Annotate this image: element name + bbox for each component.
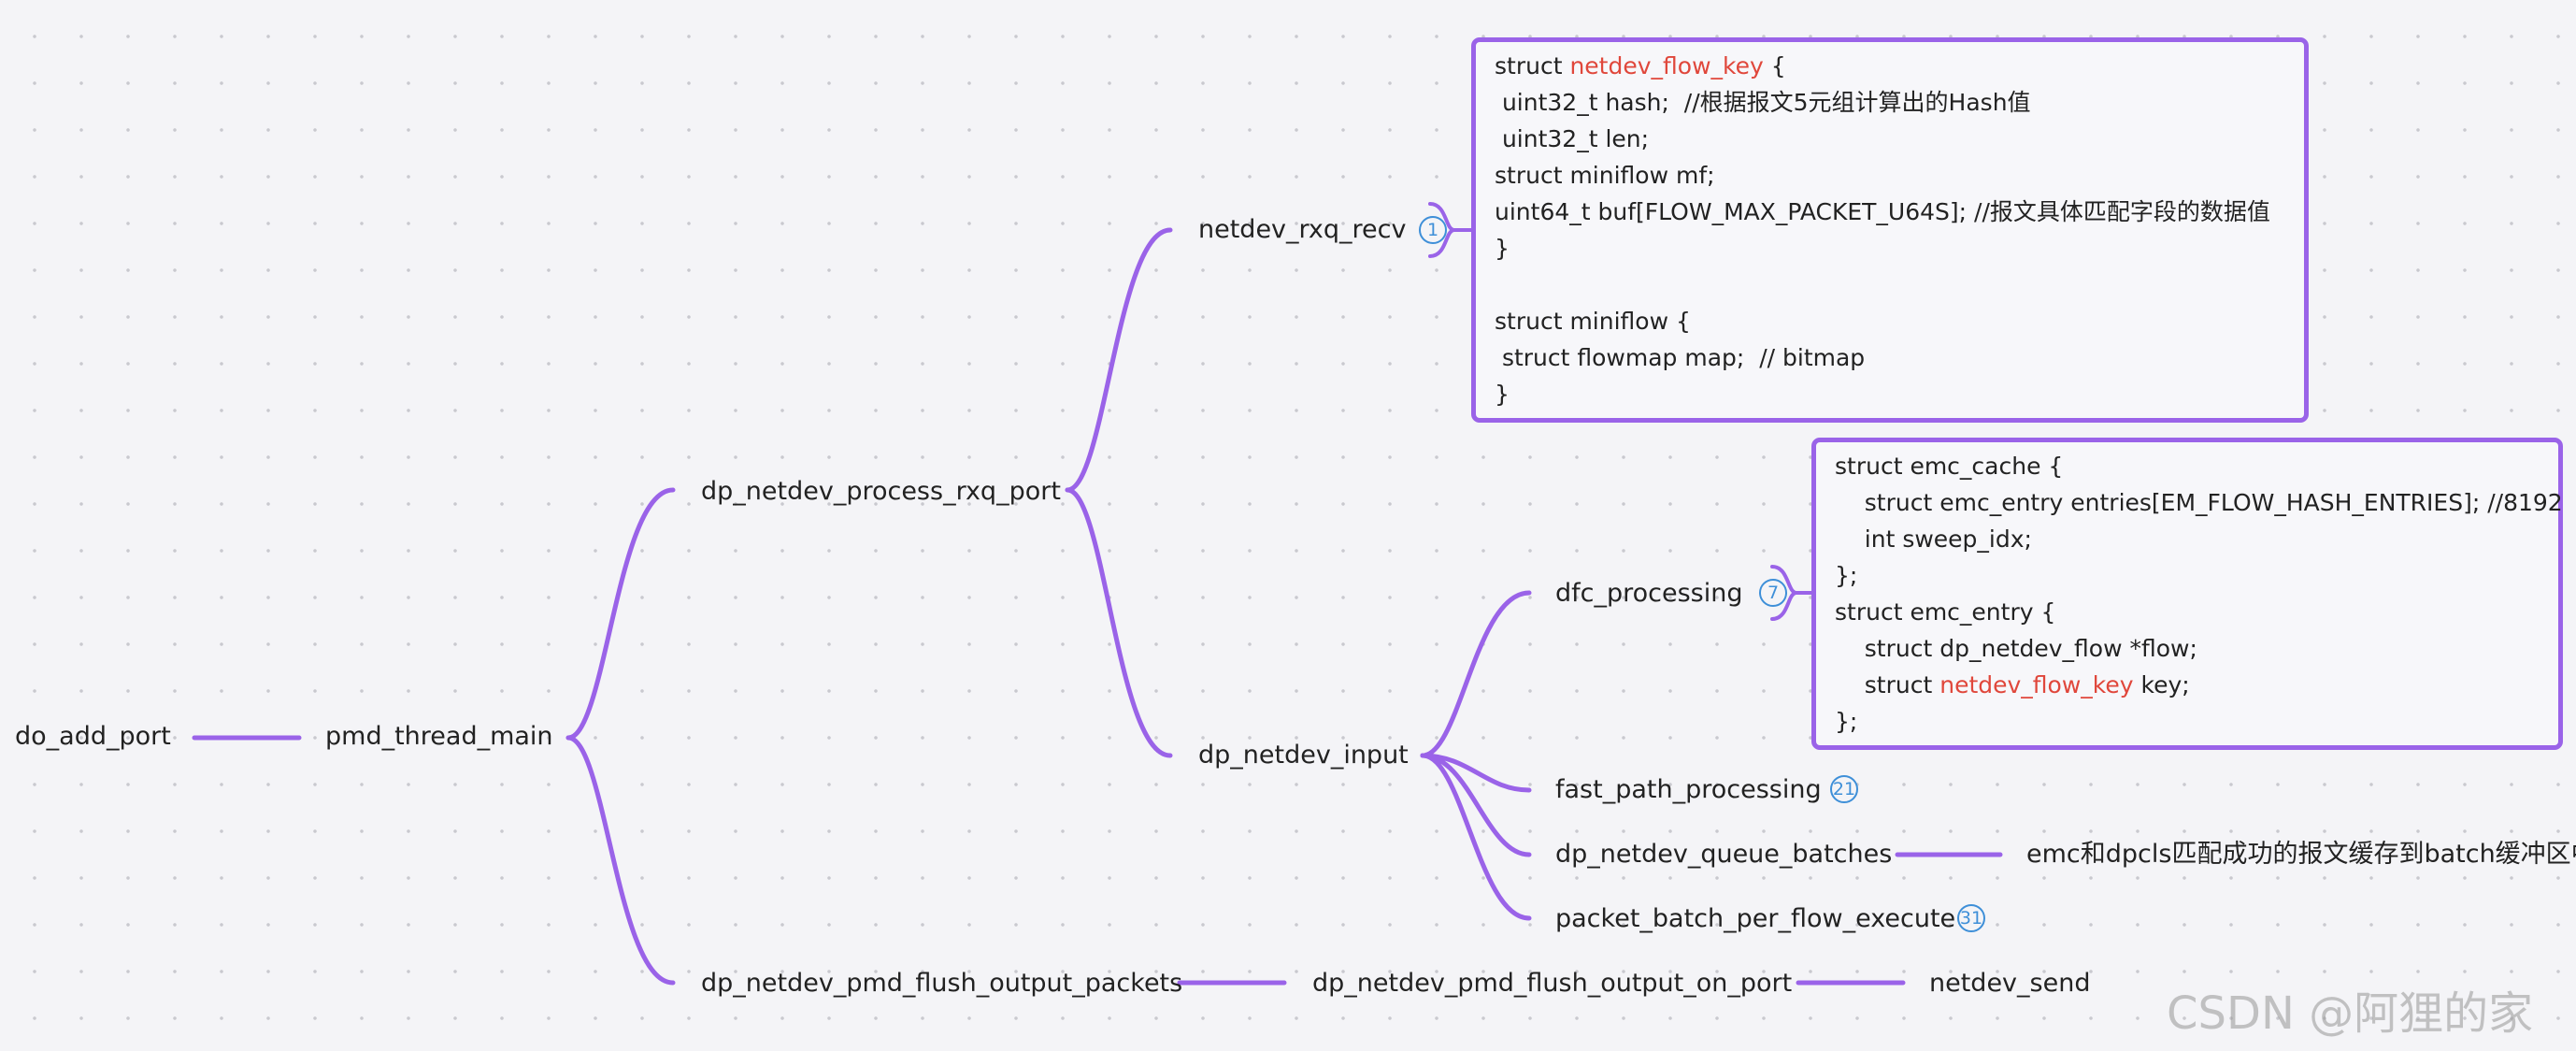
edge-pmd-process_rxq — [565, 487, 676, 741]
note-netdev_flow_key: struct netdev_flow_key { uint32_t hash; … — [1471, 37, 2309, 423]
flow-key-line: struct netdev_flow_key { — [1495, 52, 1786, 79]
note-emc_cache: struct emc_cache { struct emc_entry entr… — [1811, 438, 2563, 750]
node-pmd_thread_main: pmd_thread_main — [325, 722, 553, 751]
badge-fast_path_processing[interactable]: 21 — [1830, 775, 1858, 803]
highlight-type-name: netdev_flow_key — [1939, 671, 2134, 698]
emc-cache-line: struct emc_entry entries[EM_FLOW_HASH_EN… — [1835, 489, 2563, 516]
flow-key-line: uint64_t buf[FLOW_MAX_PACKET_U64S]; //报文… — [1495, 198, 2270, 225]
emc-cache-line: struct emc_cache { — [1835, 453, 2064, 480]
emc-cache-line: }; — [1835, 708, 1858, 735]
node-netdev_send: netdev_send — [1929, 969, 2091, 998]
flow-key-line: struct miniflow { — [1495, 308, 1691, 335]
flow-key-line: struct flowmap map; // bitmap — [1495, 344, 1866, 371]
node-dp_netdev_pmd_flush_output_on_port: dp_netdev_pmd_flush_output_on_port — [1312, 969, 1793, 998]
emc-cache-line: struct netdev_flow_key key; — [1835, 671, 2190, 698]
badge-dfc_processing[interactable]: 7 — [1759, 579, 1787, 607]
node-dp_netdev_pmd_flush_output_packets: dp_netdev_pmd_flush_output_packets — [701, 969, 1183, 998]
flow-key-line: } — [1495, 381, 1510, 408]
flow-key-line: } — [1495, 235, 1510, 262]
flow-key-line: uint32_t len; — [1495, 125, 1650, 152]
edge-pmd-flush_output — [565, 735, 676, 986]
flow-key-line: struct miniflow mf; — [1495, 162, 1715, 189]
flow-key-line: uint32_t hash; //根据报文5元组计算出的Hash值 — [1495, 89, 2031, 116]
node-dp_netdev_process_rxq_port: dp_netdev_process_rxq_port — [701, 477, 1061, 506]
emc-cache-line: int sweep_idx; — [1835, 526, 2032, 553]
node-fast_path_processing: fast_path_processing — [1555, 775, 1822, 804]
badge-packet_batch_per_flow_execute[interactable]: 31 — [1957, 904, 1985, 932]
edge-input-queue_batches — [1420, 753, 1532, 857]
node-queue_batches_note: emc和dpcls匹配成功的报文缓存到batch缓冲区中 — [2026, 840, 2576, 869]
badge-netdev_rxq_recv[interactable]: 1 — [1419, 216, 1447, 244]
emc-cache-line: struct emc_entry { — [1835, 598, 2056, 626]
edge-input-dfc — [1420, 590, 1532, 758]
highlight-type-name: netdev_flow_key — [1569, 52, 1764, 79]
node-dfc_processing: dfc_processing — [1555, 579, 1743, 608]
emc-cache-line: struct dp_netdev_flow *flow; — [1835, 635, 2197, 662]
node-dp_netdev_input: dp_netdev_input — [1198, 741, 1409, 770]
node-do_add_port: do_add_port — [15, 722, 171, 751]
flow-key-line — [1495, 266, 2285, 303]
node-netdev_rxq_recv: netdev_rxq_recv — [1198, 215, 1407, 244]
emc-cache-line: }; — [1835, 562, 1858, 589]
edge-process_rxq-rxq_recv — [1065, 227, 1173, 493]
watermark: CSDN @阿狸的家 — [2167, 987, 2534, 1040]
node-packet_batch_per_flow_execute: packet_batch_per_flow_execute — [1555, 904, 1956, 933]
edge-input-batch_execute — [1420, 753, 1532, 921]
node-dp_netdev_queue_batches: dp_netdev_queue_batches — [1555, 840, 1893, 869]
edge-process_rxq-input — [1065, 487, 1173, 758]
